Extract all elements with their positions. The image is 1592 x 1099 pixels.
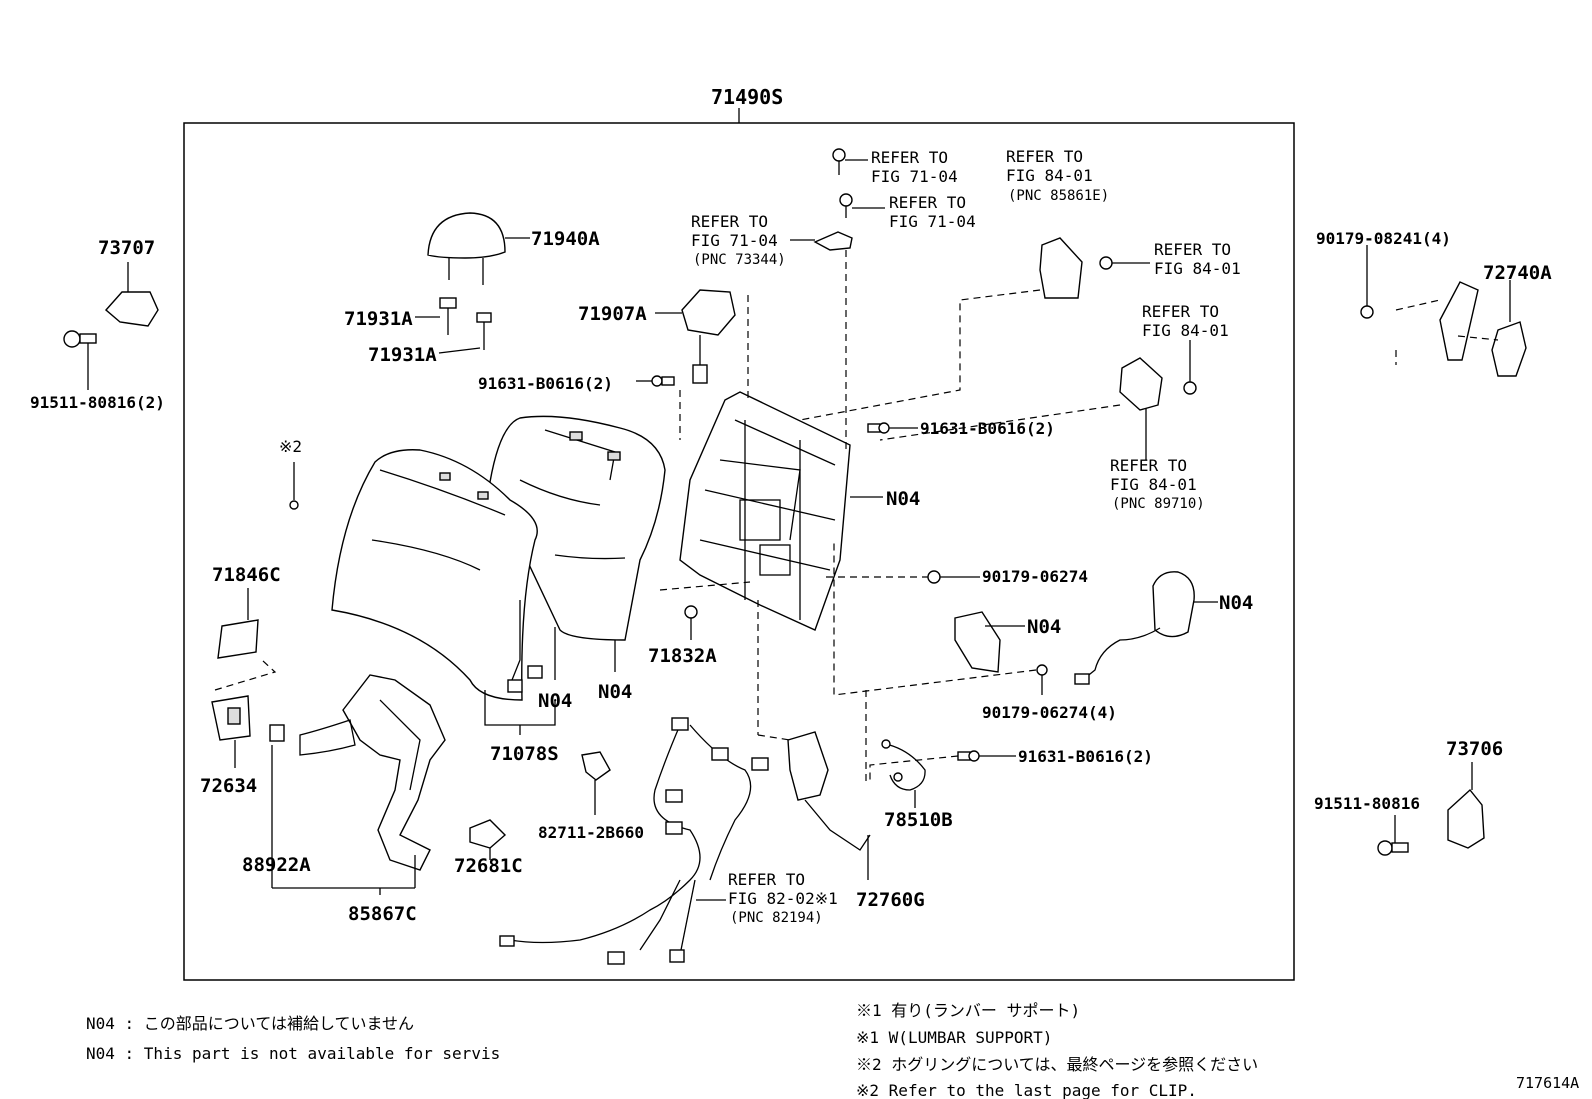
label-72634: 72634 [200, 775, 257, 797]
label-71078S: 71078S [490, 743, 559, 765]
clip-mark: ※2 [279, 437, 302, 456]
note-m2-en: ※2 Refer to the last page for CLIP. [856, 1081, 1197, 1099]
nut-90179-06274 [826, 570, 980, 584]
pump-N04-drawing [1074, 571, 1218, 685]
ecu-89710-drawing [879, 340, 1197, 460]
note-n04-en: N04 : This part is not available for ser… [86, 1044, 500, 1063]
label-71907A: 71907A [578, 303, 647, 325]
label-91631-1: 91631-B0616(2) [478, 374, 613, 393]
bracket-85861E-drawing [799, 237, 1150, 421]
module-N04-drawing [833, 540, 1048, 696]
bezel-71846C-drawing [214, 588, 277, 691]
note-m1-en: ※1 W(LUMBAR SUPPORT) [856, 1028, 1052, 1047]
headrest-support-drawing [415, 297, 492, 354]
label-91511-80816-2: 91511-80816(2) [30, 393, 165, 412]
label-N04-module: N04 [1027, 616, 1061, 638]
seatback-cover-drawing [331, 449, 543, 701]
bolt-91631-1 [636, 375, 681, 440]
label-N04-pump: N04 [1219, 592, 1253, 614]
ref7-line3: (PNC 89710) [1112, 496, 1205, 512]
label-71940A: 71940A [531, 228, 600, 250]
label-78510B: 78510B [884, 809, 953, 831]
label-71846C: 71846C [212, 564, 281, 586]
label-85867C: 85867C [348, 903, 417, 925]
label-73707: 73707 [98, 237, 155, 259]
ref2-line1: REFER TO [889, 193, 966, 212]
wire-harness-drawing [499, 717, 769, 965]
ref6-line2: FIG 84-01 [1142, 321, 1229, 340]
label-71931A-1: 71931A [344, 308, 413, 330]
label-71931A-2: 71931A [368, 344, 437, 366]
ref5-line2: FIG 84-01 [1154, 259, 1241, 278]
ref4-line3: (PNC 85861E) [1008, 188, 1109, 204]
ref8-line3: (PNC 82194) [730, 910, 823, 926]
ref2-line2: FIG 71-04 [889, 212, 976, 231]
clip-82711-drawing [581, 751, 611, 815]
ref8-line2: FIG 82-02※1 [728, 889, 838, 908]
ref4-line1: REFER TO [1006, 147, 1083, 166]
bracket-72740A-drawing [1360, 245, 1527, 377]
headrest-drawing [427, 212, 530, 285]
label-72760G: 72760G [856, 889, 925, 911]
bolt-91631-3 [869, 750, 1016, 780]
ref3-line3: (PNC 73344) [693, 252, 786, 268]
ref8-line1: REFER TO [728, 870, 805, 889]
screw-top-drawing [790, 148, 885, 450]
ref5-line1: REFER TO [1154, 240, 1231, 259]
label-91631-3: 91631-B0616(2) [1018, 747, 1153, 766]
label-90179-06274-4: 90179-06274(4) [982, 703, 1117, 722]
clip-drawing [289, 500, 299, 510]
note-n04-jp: N04 : この部品については補給していません [86, 1014, 414, 1033]
ref3-line2: FIG 71-04 [691, 231, 778, 250]
assembly-label: 71490S [711, 85, 783, 109]
label-82711: 82711-2B660 [538, 823, 644, 842]
label-88922A: 88922A [242, 854, 311, 876]
label-90179-06274: 90179-06274 [982, 567, 1088, 586]
bracket-73707-drawing [63, 262, 159, 390]
label-72681C: 72681C [454, 855, 523, 877]
bracket-73706-drawing [1377, 762, 1485, 856]
duct-85867C-drawing [269, 674, 507, 895]
ref4-line2: FIG 84-01 [1006, 166, 1093, 185]
ref1-line2: FIG 71-04 [871, 167, 958, 186]
panel-72634-drawing [211, 695, 251, 768]
label-72740A: 72740A [1483, 262, 1552, 284]
drawing-number: 717614A [1516, 1074, 1579, 1092]
label-N04-frame: N04 [886, 488, 920, 510]
actuator-72760G-drawing [757, 600, 871, 880]
note-m1-jp: ※1 有り(ランバー サポート) [856, 1001, 1080, 1020]
note-m2-jp: ※2 ホグリングについては、最終ページを参照ください [856, 1055, 1258, 1074]
seatback-frame-drawing [679, 391, 851, 631]
clip-71832A-drawing [659, 581, 751, 640]
motor-71907A-drawing [681, 289, 749, 400]
ref7-line2: FIG 84-01 [1110, 475, 1197, 494]
label-91631-2: 91631-B0616(2) [920, 419, 1055, 438]
seatback-pad-drawing [489, 415, 666, 641]
ref1-line1: REFER TO [871, 148, 948, 167]
bolt-91631-2 [867, 422, 918, 434]
ref3-line1: REFER TO [691, 212, 768, 231]
label-90179-08241: 90179-08241(4) [1316, 229, 1451, 248]
ref7-line1: REFER TO [1110, 456, 1187, 475]
label-73706: 73706 [1446, 738, 1503, 760]
sensor-78510B-drawing [865, 690, 926, 808]
label-71832A: 71832A [648, 645, 717, 667]
ref6-line1: REFER TO [1142, 302, 1219, 321]
label-N04-cover: N04 [598, 681, 632, 703]
label-91511-80816: 91511-80816 [1314, 794, 1420, 813]
